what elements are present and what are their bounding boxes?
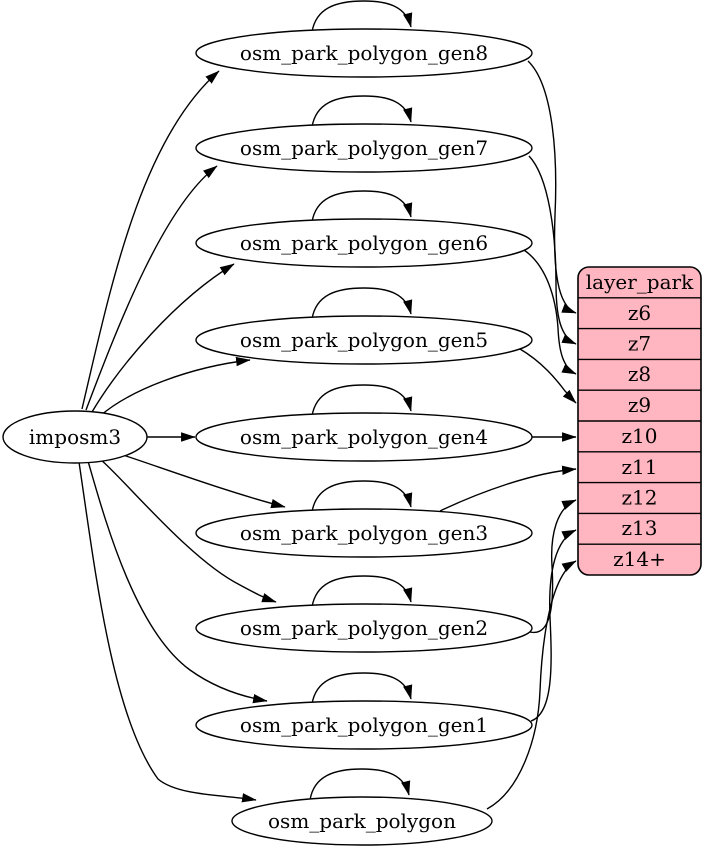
gen5-ellipse <box>195 315 533 365</box>
imposm3-label: imposm3 <box>29 425 121 449</box>
self-loop-gen5 <box>311 287 413 320</box>
gen5-label: osm_park_polygon_gen5 <box>240 328 488 352</box>
table-row-z7: z7 <box>628 332 651 356</box>
edge-imposm3-to-gen7 <box>85 165 218 411</box>
table-row-z8: z8 <box>628 362 651 386</box>
edge-imposm3-to-gen2 <box>99 458 277 603</box>
edges-to-layer-park <box>439 60 577 810</box>
gen8-ellipse <box>195 28 533 78</box>
edges-from-imposm3 <box>78 70 286 803</box>
table-layer-park: layer_park z6 z7 z8 z9 z10 z11 z12 z13 z… <box>577 266 702 576</box>
self-loop-gen8 <box>311 0 413 33</box>
table-row-z14plus: z14+ <box>613 547 666 571</box>
gen7-label: osm_park_polygon_gen7 <box>240 136 488 160</box>
self-loop-polygon <box>309 768 411 801</box>
gen3-ellipse <box>195 508 533 558</box>
edge-imposm3-to-polygon <box>78 461 257 803</box>
node-osm-park-polygon-gen1: osm_park_polygon_gen1 <box>195 700 533 750</box>
edge-imposm3-to-gen6 <box>91 263 235 413</box>
polygon-label: osm_park_polygon <box>268 809 456 833</box>
table-row-z12: z12 <box>622 486 658 510</box>
gen4-ellipse <box>195 412 533 462</box>
gen6-ellipse <box>195 218 533 268</box>
edge-gen6-to-z8 <box>523 249 577 375</box>
node-osm-park-polygon-gen5: osm_park_polygon_gen5 <box>195 315 533 365</box>
edge-gen3-to-z11 <box>439 465 577 512</box>
edge-gen7-to-z7 <box>528 155 577 345</box>
edge-gen5-to-z9 <box>519 348 577 404</box>
edge-gen1-to-z13 <box>530 529 577 722</box>
node-osm-park-polygon-gen3: osm_park_polygon_gen3 <box>195 508 533 558</box>
self-loop-gen6 <box>311 190 413 223</box>
table-row-z9: z9 <box>628 393 651 417</box>
table-row-z6: z6 <box>628 301 651 325</box>
edge-imposm3-to-gen5 <box>99 356 251 417</box>
gen3-label: osm_park_polygon_gen3 <box>240 521 488 545</box>
node-imposm3: imposm3 <box>2 410 148 464</box>
self-loops <box>309 0 413 801</box>
node-osm-park-polygon-gen6: osm_park_polygon_gen6 <box>195 218 533 268</box>
node-osm-park-polygon-gen2: osm_park_polygon_gen2 <box>195 603 533 653</box>
gen1-label: osm_park_polygon_gen1 <box>240 713 488 737</box>
edge-polygon-to-z14plus <box>486 560 577 810</box>
self-loop-gen4 <box>311 384 413 417</box>
polygon-ellipse <box>231 796 493 846</box>
table-row-z13: z13 <box>622 516 658 540</box>
gen7-ellipse <box>195 123 533 173</box>
self-loop-gen3 <box>311 480 413 513</box>
table-row-z10: z10 <box>622 424 658 448</box>
edge-gen2-to-z12 <box>529 499 577 634</box>
node-osm-park-polygon-gen8: osm_park_polygon_gen8 <box>195 28 533 78</box>
gen1-ellipse <box>195 700 533 750</box>
node-osm-park-polygon-gen7: osm_park_polygon_gen7 <box>195 123 533 173</box>
imposm3-ellipse <box>2 410 148 464</box>
gen2-label: osm_park_polygon_gen2 <box>240 616 488 640</box>
gen8-label: osm_park_polygon_gen8 <box>240 41 488 65</box>
node-osm-park-polygon-gen4: osm_park_polygon_gen4 <box>195 412 533 462</box>
self-loop-gen1 <box>311 672 413 705</box>
gen4-label: osm_park_polygon_gen4 <box>240 425 488 449</box>
self-loop-gen7 <box>311 95 413 128</box>
gen2-ellipse <box>195 603 533 653</box>
edge-imposm3-to-gen1 <box>87 460 268 704</box>
edge-gen8-to-z6 <box>527 60 577 314</box>
self-loop-gen2 <box>311 575 413 608</box>
table-row-z11: z11 <box>622 455 658 479</box>
gen6-label: osm_park_polygon_gen6 <box>240 231 488 255</box>
edge-imposm3-to-gen3 <box>116 452 286 509</box>
layer-park-title: layer_park <box>586 270 694 294</box>
node-osm-park-polygon: osm_park_polygon <box>231 796 493 846</box>
edge-imposm3-to-gen8 <box>81 70 220 410</box>
